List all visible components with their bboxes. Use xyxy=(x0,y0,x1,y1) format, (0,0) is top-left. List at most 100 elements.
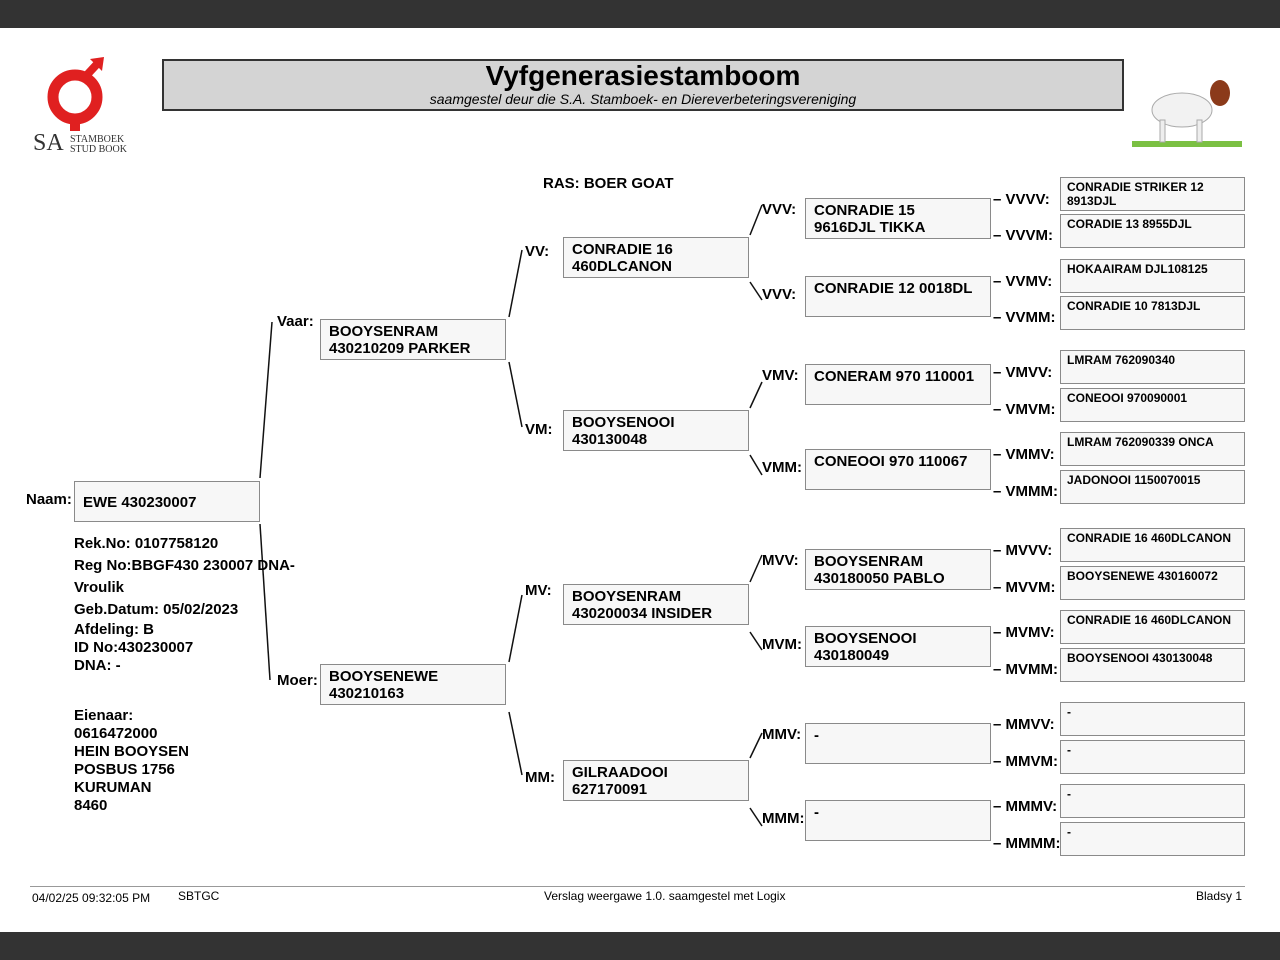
connector-line xyxy=(749,381,763,409)
dna: DNA: - xyxy=(74,657,121,674)
footer-code: SBTGC xyxy=(178,889,220,903)
gen3-ancestor-box[interactable]: CONRADIE 15 9616DJL TIKKA xyxy=(805,198,991,239)
connector-line xyxy=(259,321,273,479)
goat-illustration xyxy=(1132,65,1244,150)
footer-report: Verslag weergawe 1.0. saamgestel met Log… xyxy=(544,889,786,903)
gen4-ancestor-box[interactable]: LMRAM 762090340 xyxy=(1060,350,1245,384)
connector-line xyxy=(749,732,763,759)
gen4-ancestor-box[interactable]: CONRADIE 16 460DLCANON xyxy=(1060,610,1245,644)
gen4-relation-label: – VMVV: xyxy=(993,364,1053,381)
gen4-relation-label: – MMMV: xyxy=(993,798,1058,815)
studbook-logo: SA STAMBOEK STUD BOOK xyxy=(30,55,140,160)
gen3-ancestor-box[interactable]: CONRADIE 12 0018DL xyxy=(805,276,991,317)
gen4-relation-label: – VVVM: xyxy=(993,227,1054,244)
reg-no: Reg No:BBGF430 230007 DNA- xyxy=(74,557,295,574)
gen4-relation-label: – MVMM: xyxy=(993,661,1058,678)
gen3-ancestor-box[interactable]: CONERAM 970 110001 xyxy=(805,364,991,405)
owner-postcode: 8460 xyxy=(74,797,108,814)
title-box: Vyfgenerasiestamboom saamgestel deur die… xyxy=(162,59,1124,111)
id-no: ID No:430230007 xyxy=(74,639,194,656)
subject-label: Naam: xyxy=(26,491,72,508)
connector-line xyxy=(508,361,523,428)
connector-line xyxy=(508,249,523,318)
footer-page: Bladsy 1 xyxy=(1196,889,1243,903)
connector-line xyxy=(749,554,763,583)
connector-line xyxy=(749,204,763,236)
breed-label: RAS: BOER GOAT xyxy=(543,175,674,192)
gen4-ancestor-box[interactable]: CONRADIE 10 7813DJL xyxy=(1060,296,1245,330)
gen1-ancestor-box[interactable]: BOOYSENRAM 430210209 PARKER xyxy=(320,319,506,360)
logo-symbol-icon xyxy=(47,57,104,131)
birth-date: Geb.Datum: 05/02/2023 xyxy=(74,601,239,618)
gen4-ancestor-box[interactable]: BOOYSENOOI 430130048 xyxy=(1060,648,1245,682)
gen4-ancestor-box[interactable]: - xyxy=(1060,784,1245,818)
connector-line xyxy=(749,454,763,476)
gen1-relation-label: Vaar: xyxy=(277,313,314,330)
page-title: Vyfgenerasiestamboom xyxy=(485,60,801,91)
gen4-relation-label: – VMVM: xyxy=(993,401,1056,418)
gen4-ancestor-box[interactable]: BOOYSENEWE 430160072 xyxy=(1060,566,1245,600)
gen4-ancestor-box[interactable]: CONRADIE 16 460DLCANON xyxy=(1060,528,1245,562)
gen4-ancestor-box[interactable]: - xyxy=(1060,740,1245,774)
gen2-relation-label: MV: xyxy=(525,582,552,599)
gen4-relation-label: – MVVV: xyxy=(993,542,1053,559)
top-bar xyxy=(0,0,1280,28)
sex: Vroulik xyxy=(74,579,125,596)
owner-address: POSBUS 1756 xyxy=(74,761,175,778)
owner-number: 0616472000 xyxy=(74,725,158,742)
gen2-relation-label: VV: xyxy=(525,243,550,260)
gen2-relation-label: VM: xyxy=(525,421,553,438)
gen2-ancestor-box[interactable]: BOOYSENRAM 430200034 INSIDER xyxy=(563,584,749,625)
connector-line xyxy=(749,281,763,301)
gen3-ancestor-box[interactable]: - xyxy=(805,800,991,841)
gen4-ancestor-box[interactable]: HOKAAIRAM DJL108125 xyxy=(1060,259,1245,293)
gen2-ancestor-box[interactable]: BOOYSENOOI 430130048 xyxy=(563,410,749,451)
rek-no: Rek.No: 0107758120 xyxy=(74,535,219,552)
connector-line xyxy=(259,523,271,681)
footer-datetime: 04/02/25 09:32:05 PM xyxy=(32,891,151,905)
logo-line1: STAMBOEK xyxy=(70,134,125,145)
gen3-ancestor-box[interactable]: BOOYSENRAM 430180050 PABLO xyxy=(805,549,991,590)
gen4-ancestor-box[interactable]: CONEOOI 970090001 xyxy=(1060,388,1245,422)
gen3-ancestor-box[interactable]: - xyxy=(805,723,991,764)
gen1-ancestor-box[interactable]: BOOYSENEWE 430210163 xyxy=(320,664,506,705)
gen3-relation-label: VVV: xyxy=(762,201,797,218)
gen4-ancestor-box[interactable]: - xyxy=(1060,822,1245,856)
gen3-relation-label: MMM: xyxy=(762,810,805,827)
subject-box[interactable]: EWE 430230007 xyxy=(74,481,260,522)
gen3-relation-label: MMV: xyxy=(762,726,802,743)
gen3-relation-label: MVV: xyxy=(762,552,799,569)
footer-divider xyxy=(30,886,1245,887)
bottom-bar xyxy=(0,932,1280,960)
gen2-ancestor-box[interactable]: GILRAADOOI 627170091 xyxy=(563,760,749,801)
gen4-ancestor-box[interactable]: JADONOOI 1150070015 xyxy=(1060,470,1245,504)
gen4-ancestor-box[interactable]: LMRAM 762090339 ONCA xyxy=(1060,432,1245,466)
gen3-relation-label: VMV: xyxy=(762,367,799,384)
owner-label: Eienaar: xyxy=(74,707,134,724)
gen3-ancestor-box[interactable]: BOOYSENOOI 430180049 xyxy=(805,626,991,667)
gen4-ancestor-box[interactable]: - xyxy=(1060,702,1245,736)
connector-line xyxy=(508,594,523,663)
gen2-relation-label: MM: xyxy=(525,769,555,786)
gen3-relation-label: MVM: xyxy=(762,636,802,653)
gen4-relation-label: – MVVM: xyxy=(993,579,1056,596)
owner-name: HEIN BOOYSEN xyxy=(74,743,190,760)
logo-sa: SA xyxy=(33,130,64,156)
connector-line xyxy=(508,711,523,776)
gen2-ancestor-box[interactable]: CONRADIE 16 460DLCANON xyxy=(563,237,749,278)
subject-details: Rek.No: 0107758120 Reg No:BBGF430 230007… xyxy=(74,533,295,675)
owner-town: KURUMAN xyxy=(74,779,152,796)
gen3-ancestor-box[interactable]: CONEOOI 970 110067 xyxy=(805,449,991,490)
gen3-relation-label: VMM: xyxy=(762,459,802,476)
gen4-relation-label: – VMMM: xyxy=(993,483,1058,500)
gen4-relation-label: – VMMV: xyxy=(993,446,1055,463)
connector-line xyxy=(749,631,763,651)
gen4-ancestor-box[interactable]: CONRADIE STRIKER 12 8913DJL xyxy=(1060,177,1245,211)
gen4-ancestor-box[interactable]: CORADIE 13 8955DJL xyxy=(1060,214,1245,248)
gen4-relation-label: – VVVV: xyxy=(993,191,1050,208)
connector-line xyxy=(749,807,763,827)
page-subtitle: saamgestel deur die S.A. Stamboek- en Di… xyxy=(429,91,857,107)
gen4-relation-label: – MMVV: xyxy=(993,716,1055,733)
gen4-relation-label: – VVMV: xyxy=(993,273,1053,290)
